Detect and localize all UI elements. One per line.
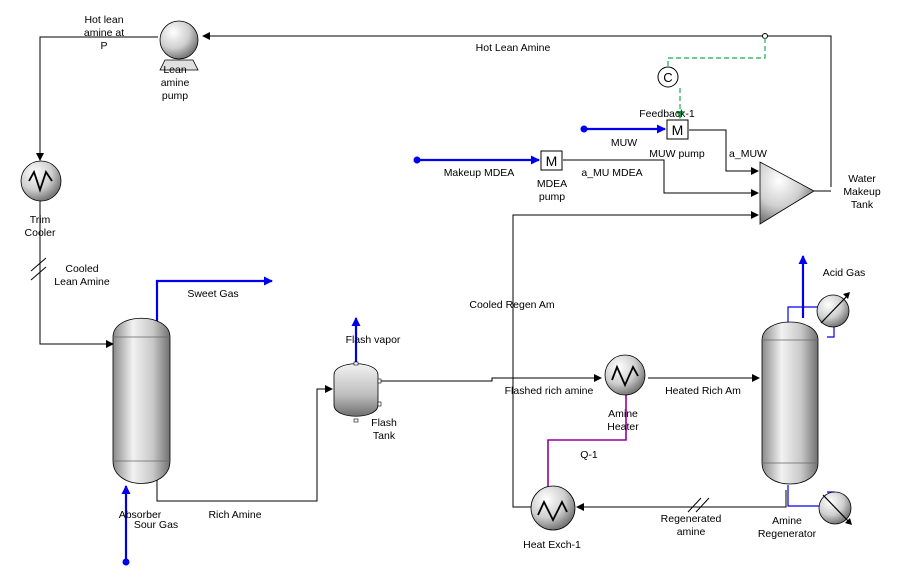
feedback-controller[interactable]: C [657,66,679,88]
hot-lean-amine-at-p-stream[interactable] [36,36,158,161]
amine-heater[interactable] [604,354,646,396]
mdea-pump-symbol: M [546,153,558,169]
muw-pump-symbol: M [672,122,684,138]
flash-tank-label: Tank [373,430,396,442]
acid-gas-label: Acid Gas [823,267,866,279]
flashed-rich-amine-label: Flashed rich amine [505,385,594,397]
a-mu-mdea-stream[interactable] [563,159,759,197]
sour-gas-label: Sour Gas [134,519,178,531]
heat-exchanger[interactable] [530,485,576,531]
trim-cooler[interactable] [20,160,62,202]
sweet-gas-stream[interactable] [155,276,273,322]
water-makeup-tank[interactable] [759,161,815,225]
stream-break-mark [30,266,47,281]
signal-tap-point [762,33,768,39]
regenerated-amine-stream[interactable] [576,490,787,511]
flash-vapor-label: Flash vapor [346,334,401,346]
makeup-mdea-label: Makeup MDEA [444,167,515,179]
mdea-pump-label: pump [539,191,565,203]
rich-amine-label: Rich Amine [208,509,261,521]
hot-lean-amine-at-p-label: P [100,40,107,52]
feedback-signal[interactable] [667,38,766,67]
water-makeup-tank-label: Water [848,173,876,185]
hot-lean-amine-at-p-label: amine at [84,27,124,39]
amine-heater-label: Heater [607,421,639,433]
stream-break-mark [695,497,710,513]
stream-break-mark [687,497,702,513]
rich-amine-stream[interactable] [156,385,333,502]
muw-pump[interactable]: M [666,119,689,140]
trim-cooler-label: Trim [30,214,51,226]
amine-regenerator-label: Amine [772,515,802,527]
mdea-pump[interactable]: M [540,150,563,171]
hot-lean-amine-label: Hot Lean Amine [476,42,551,54]
muw-pump-label: MUW pump [649,148,705,160]
makeup-mdea-feed-point[interactable] [413,156,421,164]
muw-label: MUW [611,137,637,149]
amine-regenerator-label: Regenerator [758,528,817,540]
muw-feed-point[interactable] [580,125,588,133]
heated-rich-am-label: Heated Rich Am [665,385,741,397]
hot-lean-amine-stream[interactable] [203,36,832,187]
hot-lean-amine-at-p-label: Hot lean [84,14,123,26]
flash-tank[interactable] [333,361,382,423]
amine-heater-label: Amine [608,408,638,420]
cooled-lean-amine-stream[interactable] [39,200,114,348]
water-makeup-tank-label: Tank [851,199,874,211]
lean-amine-pump-label: pump [162,90,188,102]
absorber-column[interactable] [112,318,171,484]
cooled-regen-am-label: Cooled Regen Am [469,299,554,311]
a-muw-stream[interactable] [689,129,759,175]
sour-gas-feed-point[interactable] [122,558,130,566]
feedback-label: Feedback-1 [639,108,695,120]
regenerated-amine-label: Regenerated [661,513,722,525]
a-muw-label: a_MUW [729,148,767,160]
water-makeup-tank-label: Makeup [843,186,881,198]
q1-energy-stream[interactable] [547,392,627,497]
cooled-lean-amine-label: Cooled [65,263,98,275]
a-mu-mdea-label: a_MU MDEA [581,167,642,179]
cooled-lean-amine-label: Lean Amine [54,276,110,288]
reboiler[interactable] [818,491,852,525]
stream-break-mark [30,257,47,272]
amine-regenerator-column[interactable] [761,321,819,485]
flash-tank-label: Flash [371,417,397,429]
mdea-pump-label: MDEA [537,178,567,190]
controller-symbol: C [663,70,672,85]
trim-cooler-label: Cooler [25,227,56,239]
q1-label: Q-1 [580,449,598,461]
lean-amine-pump-label: Lean [163,64,187,76]
cooled-regen-am-stream[interactable] [512,211,759,508]
flashed-rich-amine-stream[interactable] [380,374,602,382]
lean-amine-pump-label: amine [161,77,190,89]
regenerated-amine-label: amine [677,526,706,538]
condenser[interactable] [816,292,850,328]
heat-exch-label: Heat Exch-1 [523,539,581,551]
sweet-gas-label: Sweet Gas [187,288,238,300]
lean-amine-pump[interactable] [159,20,199,71]
absorber-label: Absorber [119,509,162,521]
